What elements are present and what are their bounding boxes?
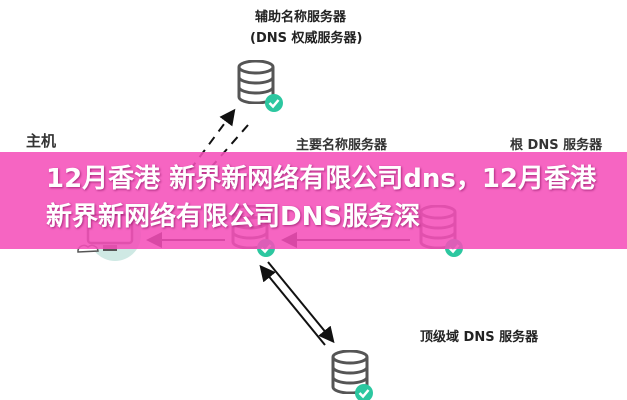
secondary-server-icon (237, 60, 284, 113)
tld-server-label: 顶级域 DNS 服务器 (420, 330, 539, 345)
root-server-label: 根 DNS 服务器 (510, 138, 603, 153)
tld-arrows (259, 261, 335, 346)
secondary-server-subtitle: (DNS 权威服务器) (250, 31, 363, 46)
secondary-server-label: 辅助名称服务器 (255, 10, 347, 25)
primary-server-label: 主要名称服务器 (296, 138, 388, 153)
article-title: 12月香港 新界新网络有限公司dns，12月香港新界新网络有限公司DNS服务深 (46, 164, 597, 232)
tld-server-icon (331, 350, 374, 400)
title-overlay-band (0, 152, 627, 249)
host-label: 主机 (26, 132, 57, 150)
